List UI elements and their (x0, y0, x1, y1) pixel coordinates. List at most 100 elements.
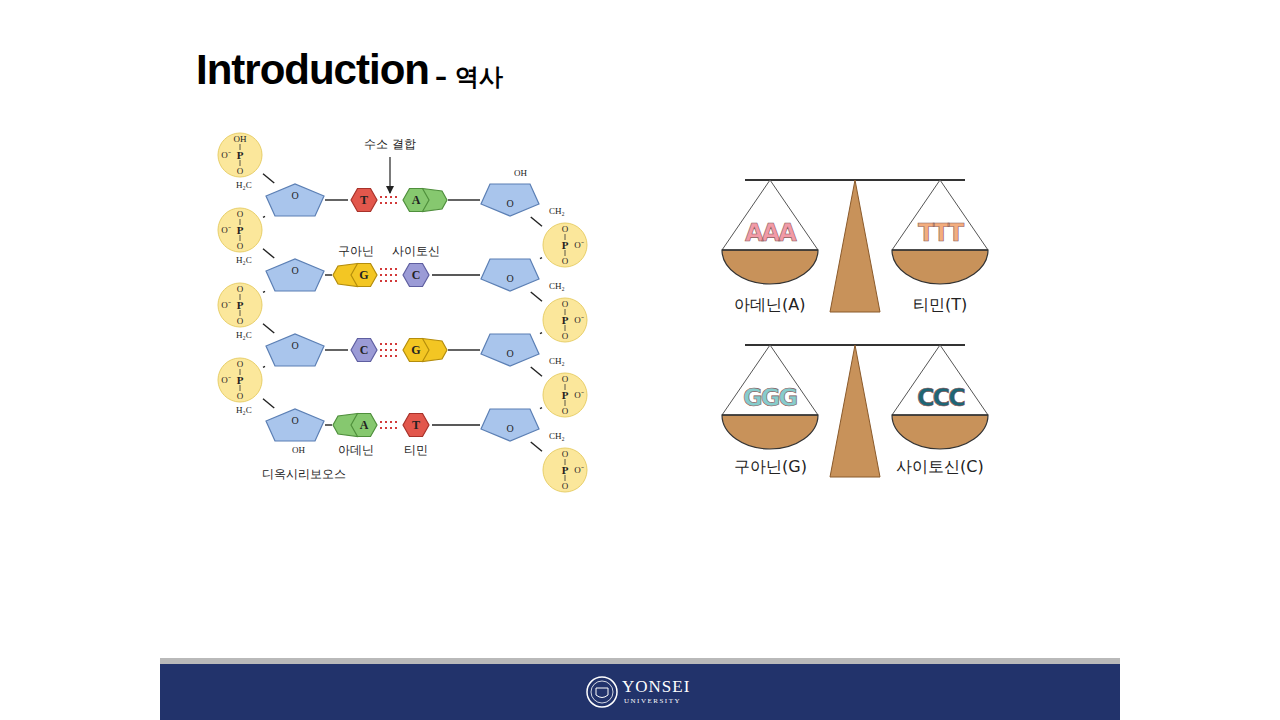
deoxyribose-ring: O (265, 183, 325, 217)
covalent-bond (263, 291, 265, 292)
base-letter: C (412, 269, 421, 281)
atom-label: P (237, 300, 244, 311)
atom-label: O (237, 392, 244, 401)
university-name: YONSEI (622, 677, 690, 697)
scale-caption: 구아닌(G) (734, 458, 807, 476)
atom-label: O⁻ (221, 301, 231, 310)
base-name: 사이토신 (392, 245, 440, 259)
nucleobase: C (348, 337, 380, 363)
base-letter: G (411, 344, 420, 356)
atom-label: O (237, 360, 244, 369)
atom-label: P (562, 240, 569, 251)
nucleobase: G (332, 262, 380, 288)
atom-label: OH (234, 135, 247, 144)
atom-label: O⁻ (221, 376, 231, 385)
covalent-bond (325, 425, 332, 426)
ring-oxygen: O (506, 274, 513, 284)
atom-label: O (562, 407, 569, 416)
ring-oxygen: O (291, 341, 298, 351)
shape-outline (400, 187, 448, 213)
balance-scale (722, 345, 988, 477)
covalent-bond (263, 249, 274, 258)
base-letter: A (412, 194, 421, 206)
part-name: 디옥시리보오스 (262, 468, 346, 482)
base-name: 구아닌 (338, 245, 374, 259)
footer-rule (160, 658, 1120, 664)
title-suffix: – 역사 (435, 64, 503, 92)
atom-label: P (237, 375, 244, 386)
covalent-bond (531, 442, 542, 451)
ring-oxygen: O (506, 199, 513, 209)
nucleobase: T (348, 187, 380, 213)
callout-label: 수소 결합 (364, 138, 416, 152)
atom-label: O (562, 450, 569, 459)
covalent-bond (325, 275, 332, 276)
phosphate-group: O O⁻ PO (217, 357, 263, 403)
atom-label: O (562, 257, 569, 266)
scale-caption: 아데닌(A) (734, 296, 805, 314)
atom-label: OH (292, 445, 305, 455)
callout-arrow (389, 157, 390, 193)
covalent-bond (540, 333, 542, 334)
phosphate-group: OO⁻PO (217, 282, 263, 328)
nucleobase: A (332, 412, 380, 438)
atom-label: CH₂ (549, 431, 565, 441)
deoxyribose-ring: O (265, 333, 325, 367)
atom-label: P (562, 390, 569, 401)
base-letter: T (360, 194, 368, 206)
covalent-bond (325, 350, 348, 351)
atom-label: H₂C (236, 330, 252, 340)
atom-label: O (237, 167, 244, 176)
covalent-bond (325, 200, 348, 201)
atom-label: P (237, 225, 244, 236)
atom-label: O⁻ (221, 151, 231, 160)
base-name: 티민 (404, 444, 428, 458)
phosphate-group: OO⁻PO (217, 207, 263, 253)
phosphate-group: OO⁻PO (542, 297, 588, 343)
nucleobase: G (400, 337, 448, 363)
shape-outline (332, 262, 380, 288)
nucleobase: T (400, 412, 432, 438)
letter-pile: CCC (917, 385, 964, 413)
covalent-bond (432, 275, 480, 276)
ring-oxygen: O (291, 266, 298, 276)
nucleobase: C (400, 262, 432, 288)
ring-oxygen: O (506, 424, 513, 434)
shape-outline (332, 412, 380, 438)
atom-label: O (237, 210, 244, 219)
covalent-bond (540, 408, 542, 409)
letter-pile: AAA (745, 220, 795, 248)
deoxyribose-ring: O (480, 258, 540, 292)
atom-label: CH₂ (549, 356, 565, 366)
atom-label: O⁻ (574, 316, 584, 325)
hydrogen-bond (380, 422, 400, 428)
covalent-bond (531, 217, 542, 226)
ring-oxygen: O (291, 191, 298, 201)
covalent-bond (263, 399, 274, 408)
phosphate-group: OO⁻PO (542, 222, 588, 268)
atom-label: CH₂ (549, 206, 565, 216)
footer-band (160, 664, 1120, 720)
covalent-bond (263, 216, 265, 217)
hydrogen-bond (380, 197, 400, 203)
letter-pile: GGG (743, 385, 796, 413)
atom-label: O⁻ (574, 391, 584, 400)
covalent-bond (263, 324, 274, 333)
deoxyribose-ring: O (480, 333, 540, 367)
covalent-bond (540, 258, 542, 259)
deoxyribose-ring: O (265, 408, 325, 442)
scale-caption: 티민(T) (913, 296, 967, 314)
atom-label: P (562, 465, 569, 476)
covalent-bond (448, 200, 480, 201)
atom-label: O (562, 332, 569, 341)
atom-label: O⁻ (574, 466, 584, 475)
atom-label: O (562, 482, 569, 491)
covalent-bond (263, 366, 265, 367)
ring-oxygen: O (506, 349, 513, 359)
covalent-bond (531, 292, 542, 301)
covalent-bond (263, 174, 274, 183)
atom-label: O (562, 375, 569, 384)
base-letter: C (360, 344, 369, 356)
